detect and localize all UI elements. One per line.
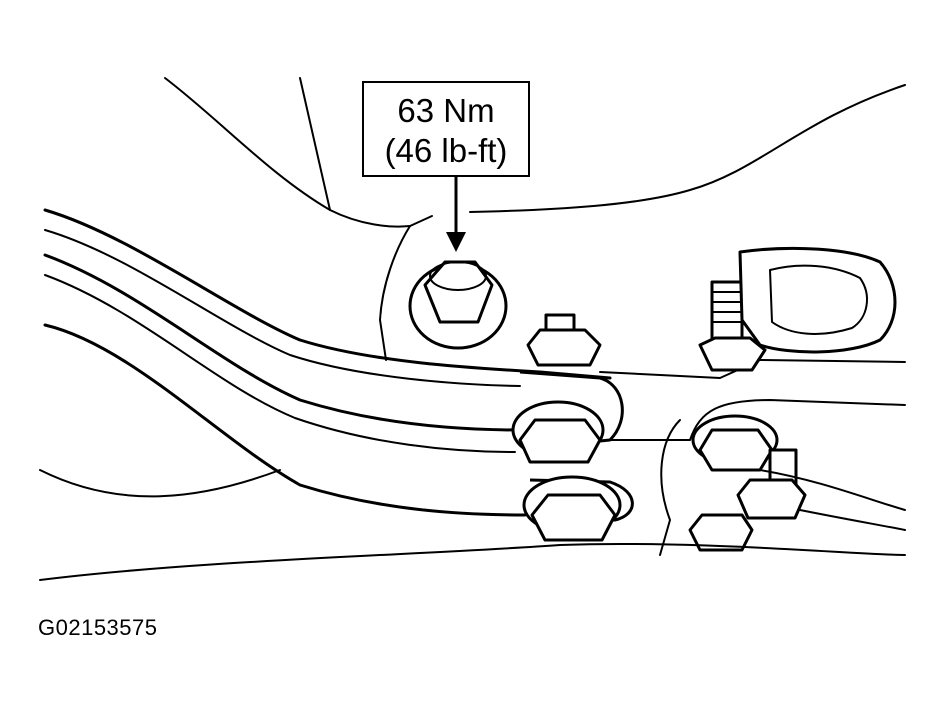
knuckle-bracket-lower [609,399,906,441]
knuckle-body [659,419,681,556]
right-bolt-stud [736,448,807,520]
body-panel-outline [164,77,411,228]
stud-bolt [526,313,602,367]
upper-arm-top [43,208,612,380]
torque-callout: 63 Nm (46 lb-ft) [362,81,530,177]
callout-arrow-head [446,232,466,252]
body-lower-sweep [39,542,906,581]
lower-arm [43,323,527,517]
lower-arm-bottom [39,469,281,498]
middle-arm-inner [44,274,516,453]
arm-bolt-lower [522,475,622,542]
slotted-bracket [738,246,897,354]
torque-nm-label: 63 Nm [397,92,495,129]
figure-id-label: G02153575 [38,615,158,640]
body-contour-right [469,84,906,213]
body-panel-edge [299,77,331,211]
right-bolt-lower [688,513,754,552]
mounting-bracket [379,225,411,361]
threaded-stud-right [698,280,767,372]
bracket-slot [769,264,868,335]
main-bolt [408,260,508,350]
middle-arm [43,253,522,432]
right-lower-contour [759,469,906,511]
upper-arm-top-inner [44,229,521,387]
mounting-bracket-edge [409,215,433,227]
right-bolt-upper [691,414,779,472]
torque-lbft-label: (46 lb-ft) [384,132,508,169]
arm-bolt-middle [511,400,605,464]
right-lower-contour-2 [799,509,906,531]
